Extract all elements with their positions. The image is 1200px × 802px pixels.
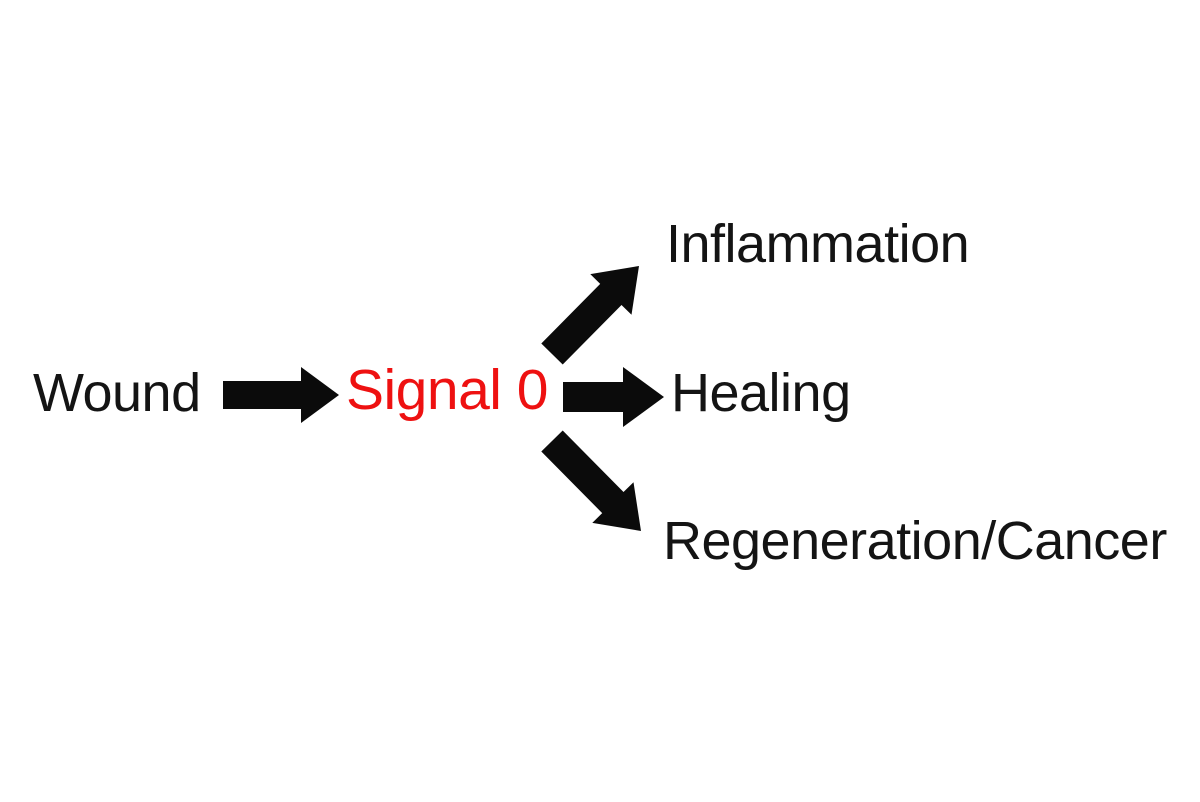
node-wound: Wound (33, 363, 201, 423)
node-regeneration-cancer: Regeneration/Cancer (663, 511, 1167, 571)
node-inflammation: Inflammation (666, 214, 970, 274)
arrow-signal0-to-healing (563, 367, 664, 427)
arrow-signal0-to-inflammation (541, 266, 639, 365)
arrow-wound-to-signal0 (223, 367, 339, 423)
node-healing: Healing (671, 363, 851, 423)
arrow-signal0-to-regeneration (541, 430, 641, 531)
node-signal-0: Signal 0 (346, 358, 549, 422)
